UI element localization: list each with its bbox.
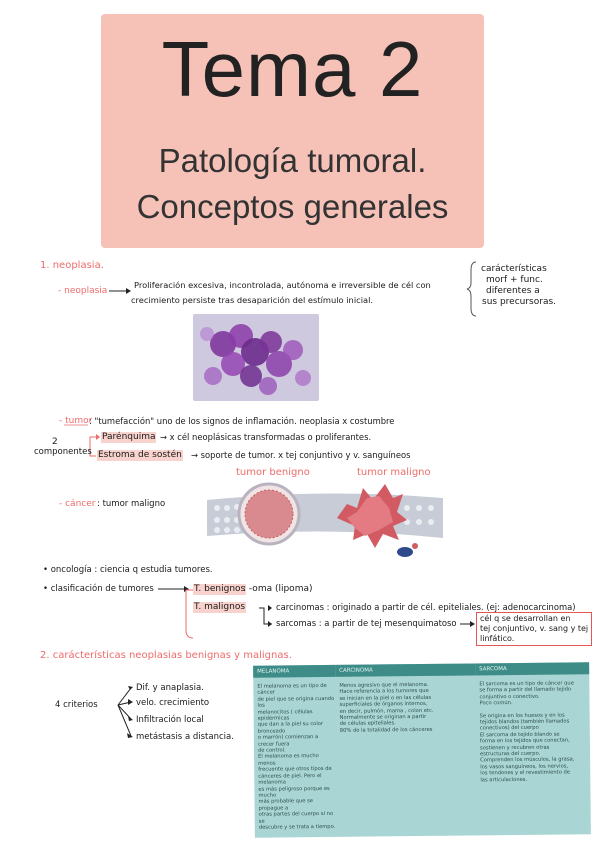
page-subtitle: Patología tumoral. Conceptos generales <box>101 138 484 230</box>
criterion-3: Infiltración local <box>136 715 204 725</box>
criterion-1: Dif. y anaplasia. <box>136 683 204 693</box>
table-header-melanoma: MELANOMA <box>253 664 336 678</box>
table-header-sarcoma: SARCOMA <box>475 662 590 676</box>
estroma-definition: → soporte de tumor. x tej conjuntivo y v… <box>191 450 411 460</box>
tumor-illustration <box>207 482 443 557</box>
estroma-label: Estroma de sostén <box>97 450 183 461</box>
section-1-heading: 1. neoplasia. <box>40 260 104 271</box>
table-line: El melanoma es mucho menos <box>258 753 319 767</box>
table-line: cánceres de piel. Pero el melanoma <box>258 772 322 786</box>
components-label: componentes <box>34 447 92 457</box>
page-title: Tema 2 <box>161 25 424 113</box>
neoplasia-definition-1: Proliferación excesiva, incontrolada, au… <box>134 280 431 290</box>
table-line: 80% de la totalidad de los cánceres <box>339 726 433 734</box>
neoplasia-definition-2: crecimiento persiste tras desaparición d… <box>131 295 374 305</box>
neoplasia-label: - neoplasia <box>58 286 108 296</box>
criterion-2: velo. crecimiento <box>136 698 210 708</box>
table-line: las articulaciones. <box>480 776 528 784</box>
components-number: 2 <box>52 437 58 447</box>
parenquima-definition: → x cél neoplásicas transformadas o prol… <box>160 432 372 442</box>
tumor-maligno-label: tumor maligno <box>357 467 431 478</box>
side-note-4: sus precursoras. <box>482 297 557 307</box>
cells-microscopy-image <box>193 314 319 401</box>
parenquima-label: Parénquima <box>101 432 157 443</box>
cancer-label: - cáncer <box>59 499 96 509</box>
table-line: descubre y se trata a tiempo. <box>258 823 336 831</box>
title-banner <box>101 14 484 248</box>
table-col-sarcoma: El sarcoma es un tipo de cáncer que se f… <box>475 680 590 783</box>
sarcomas-note-line-1: cél q se desarrollan en <box>480 614 571 623</box>
side-note-2: morf + func. <box>486 275 543 285</box>
subtitle-line-2: Conceptos generales <box>136 188 449 225</box>
table-line: melanocitos ( células epidérmicas <box>257 708 313 722</box>
sarcomas-definition: sarcomas : a partir de tej mesenquimatos… <box>276 618 457 628</box>
criterion-4: metástasis a distancia. <box>136 732 234 742</box>
side-note-3: diferentes a <box>486 286 540 296</box>
sarcomas-note-line-2: tej conjuntivo, v. sang y tej <box>480 624 589 633</box>
table-line: de piel que se origina cuando los <box>257 695 335 709</box>
table-col-carcinoma: Menos agresivo que el melanoma. Hace ref… <box>335 681 472 734</box>
sarcomas-note: cél q se desarrollan en tej conjuntivo, … <box>476 612 593 646</box>
carcinomas-definition: carcinomas : originado a partir de cél. … <box>276 602 576 612</box>
sarcomas-note-line-3: linfático. <box>480 634 515 643</box>
tumor-label: - tumor <box>59 416 93 426</box>
cancer-definition: : tumor maligno <box>97 499 166 509</box>
table-line: que dan a la piel su color bronceado <box>257 721 324 735</box>
section-2-heading: 2. carácterísticas neoplasias benignas y… <box>40 650 292 661</box>
t-benignos-label: T. benignos <box>193 584 247 595</box>
table-line: es más peligroso porque es mucho <box>258 785 330 799</box>
table-line: o marrón) comienzan a crecer fuera <box>257 734 319 748</box>
criterios-label: 4 criterios <box>55 700 98 710</box>
tumor-definition: : "tumefacción" uno de los signos de inf… <box>89 416 395 426</box>
comparison-table: MELANOMA CARCINOMA SARCOMA El melanoma e… <box>253 662 591 838</box>
oncologia-note: • oncología : ciencia q estudia tumores. <box>43 565 213 575</box>
t-benignos-definition: : -oma (lipoma) <box>243 584 313 594</box>
table-line: El melanoma es un tipo de cáncer <box>257 682 327 697</box>
table-line: otras partes del cuerpo si no se <box>258 811 334 825</box>
table-col-melanoma: El melanoma es un tipo de cáncer de piel… <box>253 683 341 831</box>
side-note-1: carácterísticas <box>481 264 547 274</box>
table-line: más probable que se propague a <box>258 798 314 812</box>
subtitle-line-1: Patología tumoral. <box>158 142 427 179</box>
table-header-carcinoma: CARCINOMA <box>335 663 476 677</box>
clasificacion-label: • clasificación de tumores <box>43 584 154 594</box>
t-malignos-label: T. malignos <box>193 602 247 613</box>
tumor-benigno-label: tumor benigno <box>236 467 310 478</box>
